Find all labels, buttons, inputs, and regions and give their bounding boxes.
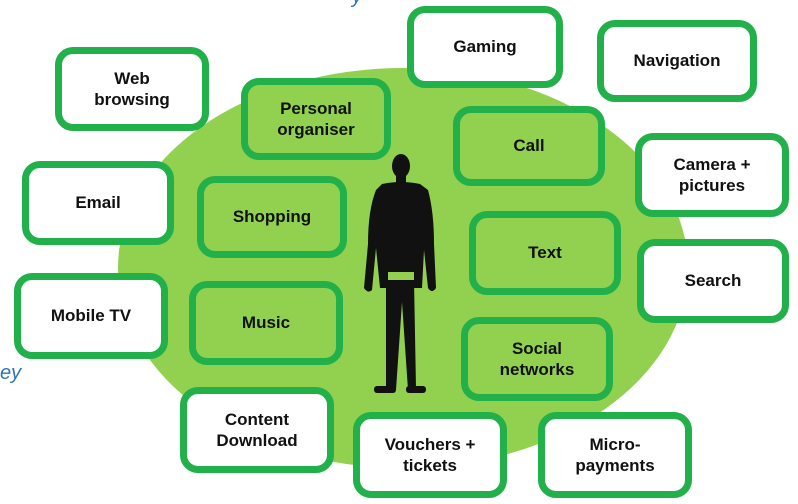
box-label: Micro-payments bbox=[575, 434, 655, 475]
box-gaming: Gaming bbox=[407, 6, 563, 88]
person-silhouette-icon bbox=[364, 154, 436, 393]
box-label: Email bbox=[75, 193, 121, 213]
box-vouchers-tickets: Vouchers +tickets bbox=[353, 412, 507, 498]
box-label: Gaming bbox=[453, 37, 517, 57]
box-label: Call bbox=[513, 136, 545, 156]
box-music: Music bbox=[189, 281, 343, 365]
box-label: Vouchers +tickets bbox=[384, 434, 476, 475]
box-label: Navigation bbox=[633, 51, 721, 71]
box-navigation: Navigation bbox=[597, 20, 757, 102]
box-label: Text bbox=[528, 243, 562, 263]
box-call: Call bbox=[453, 106, 605, 186]
box-label: Music bbox=[241, 313, 291, 333]
box-search: Search bbox=[637, 239, 789, 323]
box-camera-pictures: Camera +pictures bbox=[635, 133, 789, 217]
box-mobile-tv: Mobile TV bbox=[14, 273, 168, 359]
box-label: Camera +pictures bbox=[673, 154, 751, 195]
box-text: Text bbox=[469, 211, 621, 295]
box-shopping: Shopping bbox=[197, 176, 347, 258]
box-email: Email bbox=[22, 161, 174, 245]
box-label: Shopping bbox=[232, 207, 312, 227]
title-fragment: y bbox=[352, 0, 362, 9]
box-micro-payments: Micro-payments bbox=[538, 412, 692, 498]
box-label: Search bbox=[684, 271, 742, 291]
box-label: Mobile TV bbox=[50, 306, 132, 326]
side-text-fragment: ey bbox=[0, 362, 22, 384]
